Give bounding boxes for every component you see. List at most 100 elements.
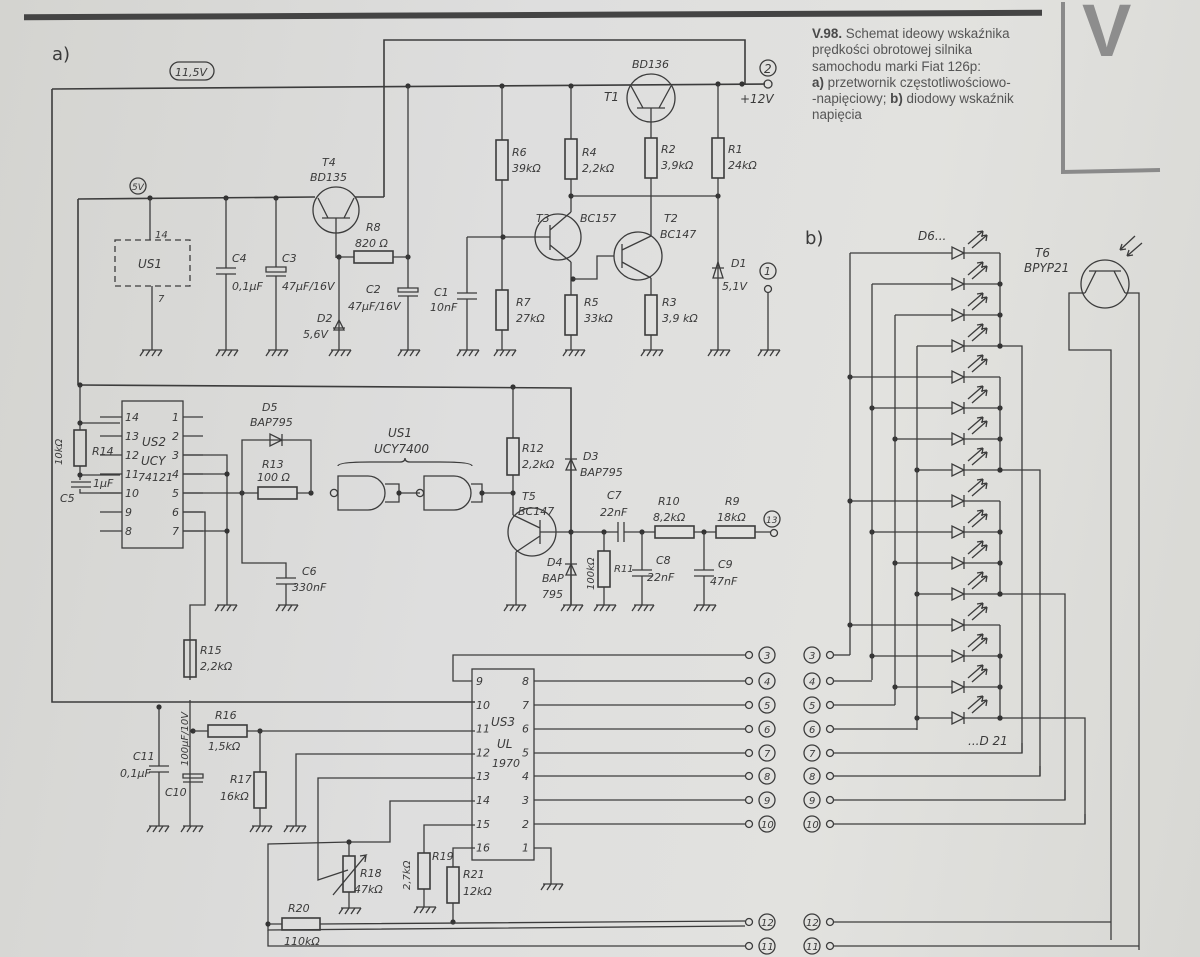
svg-text:D6...: D6... — [918, 229, 946, 243]
svg-text:14: 14 — [155, 230, 168, 241]
terminal-badge — [758, 744, 776, 762]
us3-pin-number: 4 — [522, 770, 529, 783]
junction-dot — [997, 343, 1003, 349]
resistor-r14 — [73, 429, 87, 467]
transistor-t2 — [613, 231, 663, 281]
light-emission-icon — [967, 664, 988, 683]
light-emission-icon — [967, 602, 988, 621]
svg-text:BAP795: BAP795 — [580, 466, 623, 479]
us2-pin-number: 10 — [125, 487, 139, 500]
resistor-r16 — [207, 724, 248, 738]
svg-text:C8: C8 — [656, 554, 671, 567]
svg-text:10kΩ: 10kΩ — [54, 438, 65, 465]
light-emission-icon — [967, 540, 988, 559]
input-trace — [834, 790, 1066, 801]
svg-text:2: 2 — [764, 62, 772, 76]
terminal-number: 8 — [764, 772, 770, 783]
svg-text:T6: T6 — [1035, 246, 1050, 260]
svg-text:UCY7400: UCY7400 — [374, 442, 429, 456]
resistor-r19 — [417, 852, 431, 890]
terminal-badge — [803, 767, 821, 785]
terminal-badge — [803, 672, 821, 690]
svg-text:US2: US2 — [142, 435, 166, 449]
svg-text:7: 7 — [158, 294, 165, 305]
svg-text:47kΩ: 47kΩ — [354, 883, 383, 896]
led-diode-icon — [951, 524, 966, 540]
us2-pin-number: 14 — [125, 411, 139, 424]
svg-text:...D 21: ...D 21 — [968, 734, 1008, 748]
light-emission-icon — [967, 447, 988, 466]
svg-text:US3: US3 — [491, 715, 515, 729]
led-diode-icon — [951, 369, 966, 385]
resistor-r12 — [506, 437, 520, 476]
svg-text:T2: T2 — [664, 212, 678, 225]
resistor-r6 — [495, 139, 509, 181]
svg-text:UL: UL — [497, 737, 512, 751]
terminal-pad — [744, 917, 754, 927]
us3-pin-number: 2 — [522, 818, 529, 831]
us2-pin-number: 11 — [125, 468, 139, 481]
svg-text:R13: R13 — [262, 458, 284, 471]
svg-text:8,2kΩ: 8,2kΩ — [653, 511, 686, 524]
svg-text:R10: R10 — [658, 495, 680, 508]
svg-text:C9: C9 — [718, 558, 733, 571]
resistor-r4 — [564, 138, 578, 180]
svg-text:74121: 74121 — [138, 471, 173, 484]
input-trace — [834, 814, 1086, 825]
us3-pin-number: 9 — [476, 675, 483, 688]
terminal-badge — [803, 696, 821, 714]
svg-text:330nF: 330nF — [292, 581, 327, 594]
svg-text:BD135: BD135 — [310, 171, 347, 184]
svg-text:3,9kΩ: 3,9kΩ — [661, 159, 694, 172]
terminal-pad — [825, 700, 835, 710]
terminal-pad — [825, 650, 835, 660]
svg-text:US1: US1 — [138, 257, 162, 271]
cathode-bus — [999, 625, 1086, 824]
terminal-number: 7 — [764, 749, 771, 760]
rail-11v-label: 11,5V — [175, 66, 208, 79]
junction-dot — [997, 591, 1003, 597]
terminal-number: 5 — [809, 701, 815, 712]
svg-text:R16: R16 — [215, 709, 237, 722]
nand-gate-1 — [337, 475, 386, 511]
svg-text:33kΩ: 33kΩ — [584, 312, 613, 325]
us3-pin-number: 13 — [476, 770, 490, 783]
us3-pin-number: 5 — [522, 746, 529, 759]
svg-text:2,2kΩ: 2,2kΩ — [522, 458, 555, 471]
led-diode-icon — [951, 307, 966, 323]
terminal-number: 12 — [806, 918, 819, 929]
part-a-label: a) — [52, 44, 70, 65]
terminal-pad — [744, 676, 754, 686]
svg-text:R19: R19 — [432, 850, 454, 863]
svg-text:13: 13 — [766, 516, 778, 526]
resistor-r5 — [564, 294, 578, 336]
terminal-pad — [825, 819, 835, 829]
svg-text:110kΩ: 110kΩ — [284, 935, 320, 948]
svg-text:R12: R12 — [522, 442, 544, 455]
us2-pin-number: 13 — [125, 430, 139, 443]
terminal-pad — [825, 941, 835, 951]
resistor-r9 — [715, 525, 756, 539]
svg-text:R14: R14 — [92, 445, 114, 458]
resistor-r15 — [183, 639, 197, 678]
svg-text:22nF: 22nF — [600, 506, 628, 519]
nand-gate-2 — [423, 475, 472, 511]
led-diode-icon — [951, 586, 966, 602]
us3-pin-number: 7 — [522, 699, 529, 712]
terminal-badge — [803, 913, 821, 931]
junction-dot — [997, 715, 1003, 721]
svg-text:D2: D2 — [317, 312, 332, 325]
resistor-r10 — [654, 525, 695, 539]
terminal-pad — [825, 917, 835, 927]
phototransistor-t6 — [1080, 259, 1130, 309]
terminal-number: 3 — [809, 651, 815, 662]
led-diode-icon — [951, 245, 966, 261]
svg-text:D3: D3 — [583, 450, 598, 463]
svg-text:T1: T1 — [604, 90, 619, 104]
us2-pin-number: 4 — [172, 468, 179, 481]
led-diode-icon — [951, 493, 966, 509]
terminal-pad — [744, 724, 754, 734]
us3-pin-number: 10 — [476, 699, 490, 712]
